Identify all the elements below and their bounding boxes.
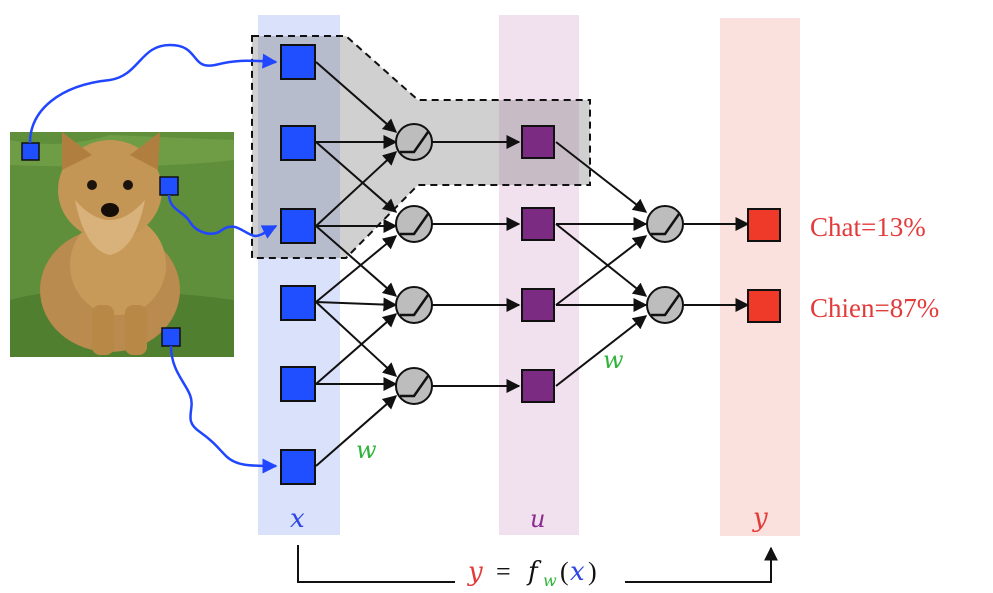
input-node [280, 449, 316, 485]
hidden-node-u [521, 207, 555, 241]
connections-u-to-h2 [555, 141, 648, 387]
output-node-chien [747, 289, 781, 323]
neuron-h1 [395, 123, 433, 161]
photo-pixel-3 [161, 327, 181, 347]
neuron-h2 [646, 286, 684, 324]
formula-sub: w [543, 571, 557, 590]
layer-label-y: y [752, 503, 768, 533]
neuron-h1 [395, 205, 433, 243]
formula-x: x [570, 557, 585, 587]
connections-h2-to-y [684, 217, 750, 312]
layer-label-x: x [290, 504, 305, 534]
input-node [280, 366, 316, 402]
input-node [280, 125, 316, 161]
wire-3 [169, 345, 278, 474]
x-layer-band [258, 15, 340, 535]
connections-x-to-h1 [315, 61, 398, 467]
neuron-h1 [395, 367, 433, 405]
layer-label-u: u [530, 505, 545, 533]
neuron-h2 [646, 205, 684, 243]
u-layer-band [499, 15, 579, 535]
output-label-chat: Chat=13% [810, 212, 926, 242]
input-node [280, 285, 316, 321]
dog-photo [10, 132, 234, 357]
hidden-node-u [521, 369, 555, 403]
photo-pixel-1 [21, 142, 40, 161]
wire-2 [167, 194, 278, 239]
wire-1 [28, 43, 278, 144]
neuron-h1 [395, 286, 433, 324]
formula: y = f w ( x ) [455, 556, 625, 590]
formula-eq: = [496, 557, 511, 586]
hidden-node-u [521, 125, 555, 159]
output-node-chat [747, 208, 781, 242]
output-label-chien: Chien=87% [810, 293, 939, 323]
formula-rparen: ) [588, 557, 597, 586]
formula-lparen: ( [560, 557, 569, 586]
connections-h1-to-u [432, 135, 521, 393]
weight-label-lower: w [356, 436, 377, 464]
hidden-node-u [521, 288, 555, 322]
input-node [280, 44, 316, 80]
weight-label-upper: w [603, 346, 624, 374]
input-node [280, 208, 316, 244]
formula-y: y [467, 557, 483, 587]
y-layer-band [720, 18, 800, 536]
photo-pixel-2 [159, 176, 179, 196]
